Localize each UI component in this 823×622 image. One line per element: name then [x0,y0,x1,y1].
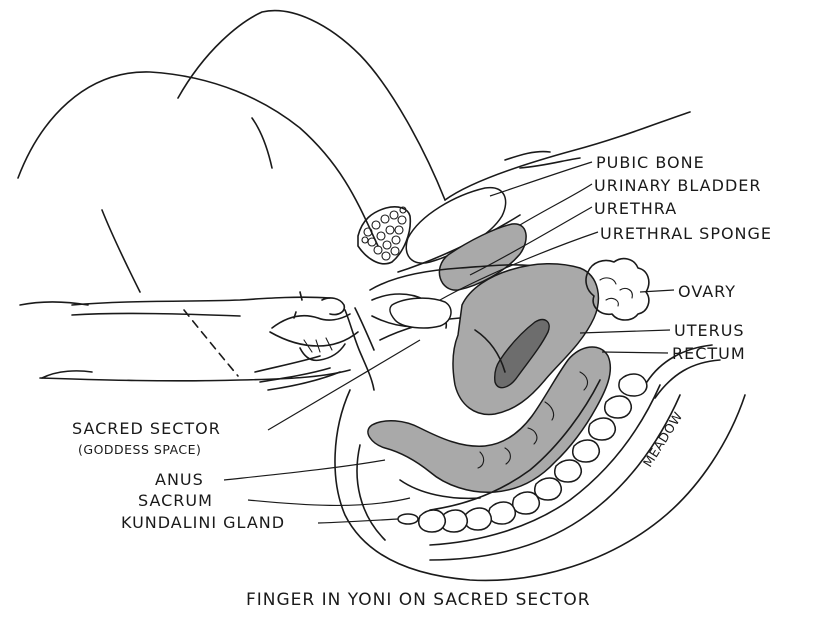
pubic-hair [358,207,410,264]
label-kundalini-gland: KUNDALINI GLAND [121,513,285,532]
label-pubic-bone: PUBIC BONE [596,153,705,172]
label-meadow: MEADOW [640,409,686,470]
label-anus: ANUS [155,470,204,489]
kundalini-gland [398,514,418,524]
label-ovary: OVARY [678,282,736,301]
label-goddess-space: (GODDESS SPACE) [78,442,201,457]
label-rectum: RECTUM [672,344,746,363]
label-urinary-bladder: URINARY BLADDER [594,176,761,195]
label-urethra: URETHRA [594,199,677,218]
urethral-sponge [390,298,451,328]
labels: PUBIC BONE URINARY BLADDER URETHRA URETH… [72,153,772,532]
label-sacred-sector: SACRED SECTOR [72,419,221,438]
label-uterus: UTERUS [674,321,745,340]
thigh-outlines [18,11,445,378]
label-sacrum: SACRUM [138,491,213,510]
hand [40,292,446,390]
label-urethral-sponge: URETHRAL SPONGE [600,224,772,243]
diagram-caption: FINGER IN YONI ON SACRED SECTOR [246,590,591,610]
